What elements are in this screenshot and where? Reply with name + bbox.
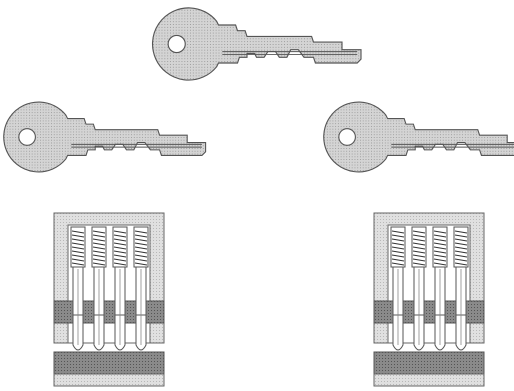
left-key bbox=[3, 101, 207, 173]
right-lock-base bbox=[373, 351, 485, 387]
left-lock-base bbox=[53, 351, 165, 387]
top-key bbox=[151, 7, 362, 81]
right-key bbox=[323, 101, 514, 173]
right-lock bbox=[373, 212, 485, 351]
left-lock bbox=[53, 212, 165, 351]
